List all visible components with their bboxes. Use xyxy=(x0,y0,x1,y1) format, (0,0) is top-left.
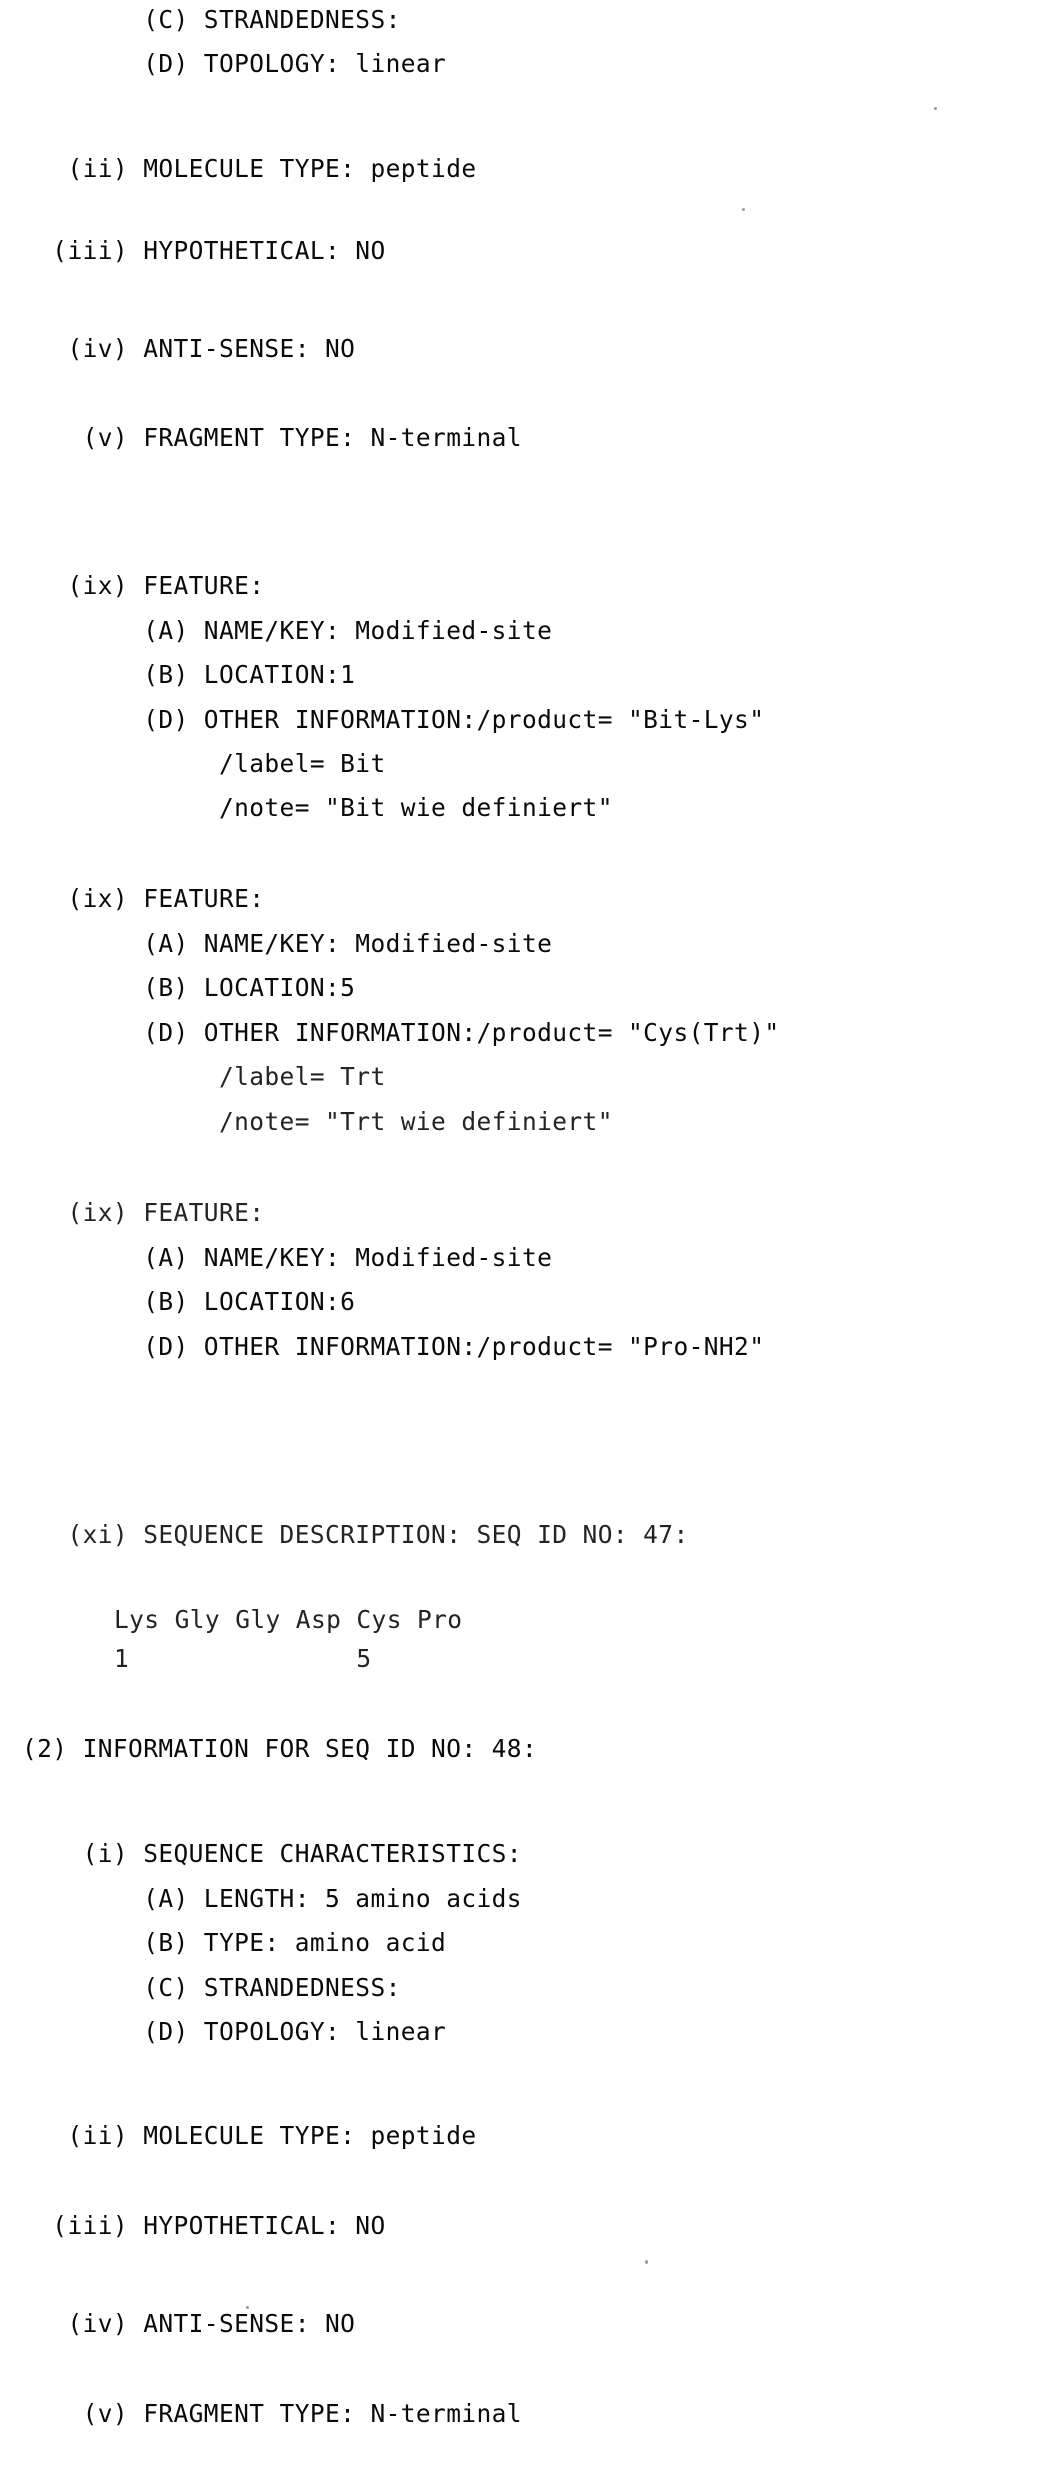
seq48-hypothetical-line: (iii) HYPOTHETICAL: NO xyxy=(22,2211,386,2240)
seq47-feature-3-name-key: (A) NAME/KEY: Modified-site xyxy=(22,1243,553,1272)
seq48-anti-sense-line: (iv) ANTI-SENSE: NO xyxy=(22,2309,356,2338)
seq47-feature-1-note: /note= "Bit wie definiert" xyxy=(22,793,613,822)
seq47-feature-2-header: (ix) FEATURE: xyxy=(22,884,265,913)
seq48-length-line: (A) LENGTH: 5 amino acids xyxy=(22,1884,522,1913)
seq47-feature-2-location: (B) LOCATION:5 xyxy=(22,973,356,1002)
seq48-strandedness-line: (C) STRANDEDNESS: xyxy=(22,1973,401,2002)
seq47-feature-3-other-information: (D) OTHER INFORMATION:/product= "Pro-NH2… xyxy=(22,1332,765,1361)
seq48-topology-line: (D) TOPOLOGY: linear xyxy=(22,2017,447,2046)
scan-speck xyxy=(934,107,937,110)
scan-speck xyxy=(246,2306,249,2309)
scan-speck xyxy=(742,208,745,211)
seq47-topology-line: (D) TOPOLOGY: linear xyxy=(22,49,447,78)
seq47-feature-1-other-information: (D) OTHER INFORMATION:/product= "Bit-Lys… xyxy=(22,705,765,734)
seq47-molecule-type-line: (ii) MOLECULE TYPE: peptide xyxy=(22,154,477,183)
seq47-feature-1-location: (B) LOCATION:1 xyxy=(22,660,356,689)
seq47-feature-1-header: (ix) FEATURE: xyxy=(22,571,265,600)
seq47-anti-sense-line: (iv) ANTI-SENSE: NO xyxy=(22,334,356,363)
scan-speck xyxy=(645,2260,648,2264)
seq47-fragment-type-line: (v) FRAGMENT TYPE: N-terminal xyxy=(22,423,522,452)
seq47-feature-2-label: /label= Trt xyxy=(22,1062,386,1091)
seq47-feature-1-name-key: (A) NAME/KEY: Modified-site xyxy=(22,616,553,645)
seq47-sequence-residues: Lys Gly Gly Asp Cys Pro xyxy=(114,1605,463,1634)
seq47-feature-2-note: /note= "Trt wie definiert" xyxy=(22,1107,613,1136)
seq47-feature-2-name-key: (A) NAME/KEY: Modified-site xyxy=(22,929,553,958)
seq48-fragment-type-line: (v) FRAGMENT TYPE: N-terminal xyxy=(22,2399,522,2428)
seq47-feature-3-header: (ix) FEATURE: xyxy=(22,1198,265,1227)
seq47-strandedness-line: (C) STRANDEDNESS: xyxy=(22,5,401,34)
seq48-characteristics-header: (i) SEQUENCE CHARACTERISTICS: xyxy=(22,1839,522,1868)
seq47-sequence-description-line: (xi) SEQUENCE DESCRIPTION: SEQ ID NO: 47… xyxy=(22,1520,689,1549)
seq48-molecule-type-line: (ii) MOLECULE TYPE: peptide xyxy=(22,2121,477,2150)
seq47-sequence-numbering: 1 5 xyxy=(114,1644,372,1673)
seq47-feature-3-location: (B) LOCATION:6 xyxy=(22,1287,356,1316)
seq48-information-header: (2) INFORMATION FOR SEQ ID NO: 48: xyxy=(22,1734,538,1763)
seq47-hypothetical-line: (iii) HYPOTHETICAL: NO xyxy=(22,236,386,265)
seq47-feature-1-label: /label= Bit xyxy=(22,749,386,778)
seq48-type-line: (B) TYPE: amino acid xyxy=(22,1928,447,1957)
seq47-feature-2-other-information: (D) OTHER INFORMATION:/product= "Cys(Trt… xyxy=(22,1018,780,1047)
